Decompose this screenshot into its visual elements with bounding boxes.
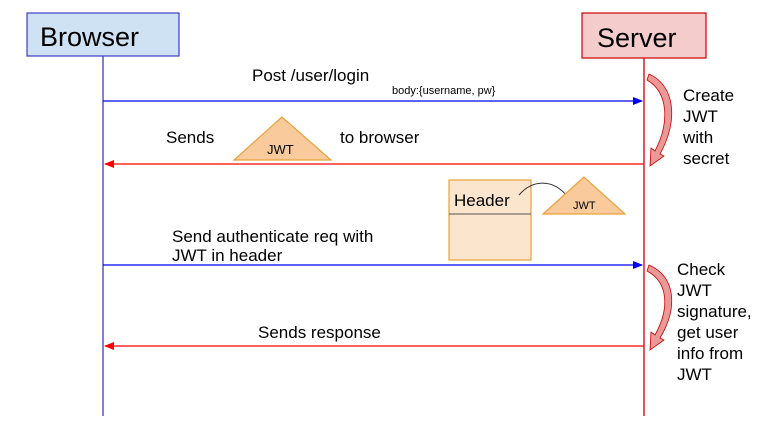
- server-participant: Server: [581, 12, 707, 59]
- sends-jwt-message: Sends JWT to browser: [104, 116, 644, 168]
- check-jwt-process-arrow: [646, 264, 673, 351]
- browser-participant: Browser: [26, 12, 180, 57]
- create-jwt-line-2: JWT: [683, 107, 718, 126]
- browser-label: Browser: [40, 22, 139, 52]
- check-jwt-line-1: Check: [677, 260, 726, 279]
- post-login-label: Post /user/login: [252, 66, 369, 85]
- check-jwt-note: Check JWT signature, get user info from …: [677, 260, 752, 384]
- check-jwt-line-4: get user: [677, 323, 739, 342]
- server-label: Server: [597, 23, 677, 53]
- post-login-sublabel: body:{username, pw}: [392, 85, 496, 97]
- header-label: Header: [454, 191, 510, 210]
- sends-response-message: Sends response: [104, 323, 644, 350]
- check-jwt-line-3: signature,: [677, 302, 752, 321]
- browser-box: [26, 12, 180, 57]
- auth-request-line-2: JWT in header: [172, 246, 283, 265]
- check-jwt-line-2: JWT: [677, 281, 712, 300]
- jwt-token-triangle: [232, 116, 333, 161]
- create-jwt-line-3: with: [682, 128, 713, 147]
- header-box-group: Header JWT: [448, 176, 627, 261]
- create-jwt-process-arrow: [646, 73, 673, 167]
- header-jwt-label: JWT: [573, 200, 596, 212]
- auth-request-line-1: Send authenticate req with: [172, 227, 373, 246]
- post-login-message: Post /user/login body:{username, pw}: [103, 66, 643, 105]
- sends-response-label: Sends response: [258, 323, 381, 342]
- jwt-token-label: JWT: [267, 142, 294, 157]
- header-box: [448, 179, 532, 261]
- check-jwt-line-5: info from: [677, 344, 743, 363]
- to-browser-label: to browser: [340, 128, 420, 147]
- header-jwt-triangle: [541, 176, 627, 215]
- auth-request-message: Send authenticate req with JWT in header: [103, 227, 643, 269]
- create-jwt-line-1: Create: [683, 86, 734, 105]
- sends-label: Sends: [166, 128, 214, 147]
- create-jwt-line-4: secret: [683, 149, 730, 168]
- header-connector: [518, 182, 568, 197]
- create-jwt-note: Create JWT with secret: [682, 86, 734, 168]
- check-jwt-line-6: JWT: [677, 365, 712, 384]
- server-box: [581, 12, 707, 59]
